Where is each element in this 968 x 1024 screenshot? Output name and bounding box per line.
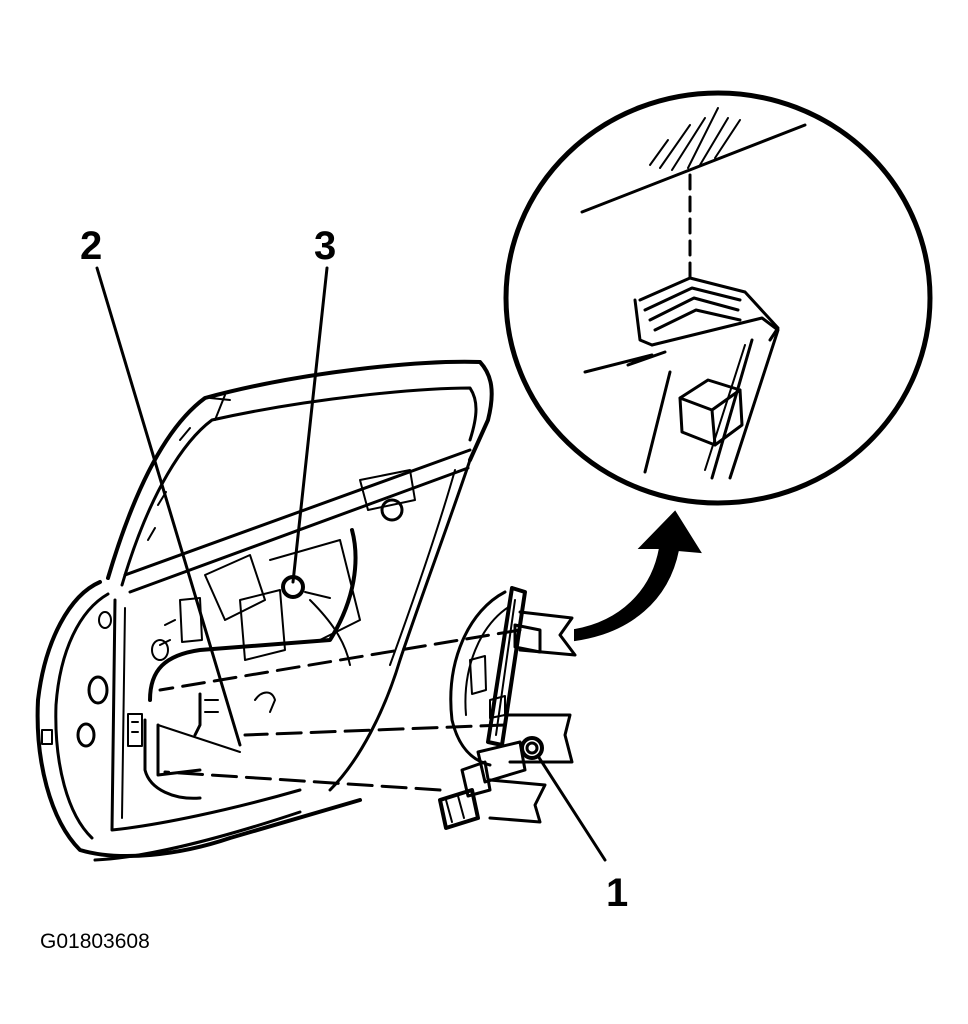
callout-3-label: 3 bbox=[314, 224, 336, 268]
figure-id: G01803608 bbox=[40, 930, 150, 953]
window-regulator-assembly bbox=[438, 586, 544, 830]
door-frame bbox=[35, 359, 494, 862]
leader-line-1 bbox=[536, 754, 607, 862]
leader-line-3 bbox=[291, 266, 329, 584]
alignment-bands bbox=[156, 610, 577, 824]
leader-lines bbox=[95, 266, 607, 862]
callout-1-label: 1 bbox=[606, 871, 628, 915]
callout-2-label: 2 bbox=[80, 224, 102, 268]
detail-inset bbox=[503, 90, 933, 506]
detail-arrow bbox=[574, 510, 702, 642]
leader-line-2 bbox=[95, 266, 242, 747]
